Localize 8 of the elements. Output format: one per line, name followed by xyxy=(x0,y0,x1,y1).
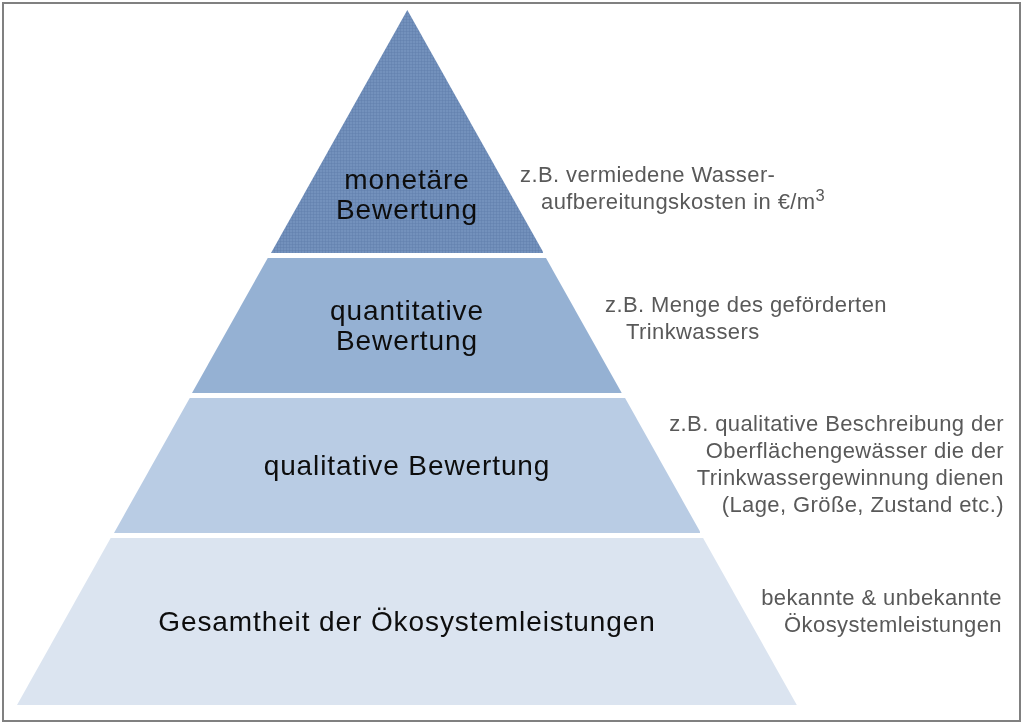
tier-label: monetäre Bewertung xyxy=(335,165,479,225)
tier-label: qualitative Bewertung xyxy=(263,450,551,481)
example-note: bekannte & unbekannte Ökosystemleistungen xyxy=(760,584,1002,638)
example-note: z.B. Menge des geförderten Trinkwassers xyxy=(605,291,888,345)
tier-label: quantitative Bewertung xyxy=(328,295,485,356)
tier-label: Gesamtheit der Ökosystemleistungen xyxy=(158,606,656,637)
example-note: z.B. vermiedene Wasser- aufbereitungskosten in €/m$^{3}$ xyxy=(520,161,827,215)
example-note: z.B. qualitative Beschreibung der Oberflächengewässer die der Trinkwassergewinnung dienen (Lage, Größe, Zustand etc.) xyxy=(668,410,1004,518)
